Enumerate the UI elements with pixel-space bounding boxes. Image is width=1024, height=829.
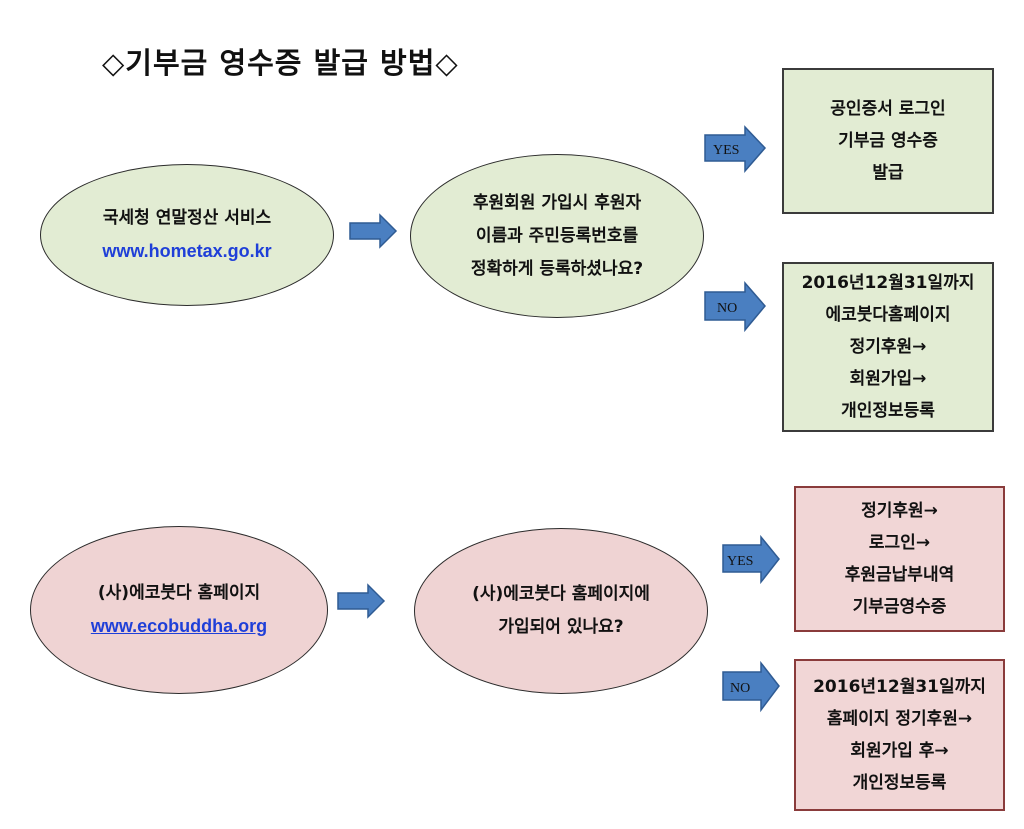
result-line-1: 2016년12월31일까지 bbox=[813, 677, 986, 697]
ecobuddha-homepage-label: (사)에코붓다 홈페이지 bbox=[97, 583, 261, 603]
result-line-2: 에코붓다홈페이지 bbox=[825, 305, 951, 325]
question-line-2: 이름과 주민등록번호를 bbox=[475, 225, 639, 246]
page-title: ◇기부금 영수증 발급 방법◇ bbox=[102, 46, 459, 80]
result-line-2: 홈페이지 정기후원→ bbox=[826, 709, 973, 729]
hometax-link[interactable]: www.hometax.go.kr bbox=[102, 241, 272, 261]
question-line-1: (사)에코붓다 홈페이지에 bbox=[472, 584, 650, 604]
result-line-3: 후원금납부내역 bbox=[844, 565, 955, 585]
yes-arrow-icon: YES bbox=[704, 125, 767, 174]
yes-arrow-icon: YES bbox=[722, 534, 780, 585]
right-arrow-icon bbox=[337, 583, 386, 619]
homepage-signup-box: 2016년12월31일까지 홈페이지 정기후원→ 회원가입 후→ 개인정보등록 bbox=[794, 659, 1005, 811]
no-arrow-icon: NO bbox=[722, 660, 780, 713]
membership-question-ellipse: (사)에코붓다 홈페이지에 가입되어 있나요? bbox=[414, 528, 708, 694]
result-line-1: 공인증서 로그인 bbox=[830, 99, 946, 119]
question-line-2: 가입되어 있나요? bbox=[498, 617, 624, 637]
result-line-4: 기부금영수증 bbox=[852, 597, 947, 617]
yes-arrow-label: YES bbox=[713, 143, 739, 158]
ecobuddha-start-ellipse: (사)에코붓다 홈페이지 www.ecobuddha.org bbox=[30, 526, 328, 694]
certificate-login-box: 공인증서 로그인 기부금 영수증 발급 bbox=[782, 68, 994, 214]
question-line-3: 정확하게 등록하셨나요? bbox=[470, 258, 644, 279]
result-line-2: 기부금 영수증 bbox=[838, 131, 938, 151]
result-line-1: 정기후원→ bbox=[861, 501, 938, 521]
result-line-4: 개인정보등록 bbox=[852, 773, 947, 793]
right-arrow-icon bbox=[349, 213, 398, 249]
result-line-1: 2016년12월31일까지 bbox=[801, 273, 975, 293]
result-line-2: 로그인→ bbox=[868, 533, 931, 553]
registration-question-ellipse: 후원회원 가입시 후원자 이름과 주민등록번호를 정확하게 등록하셨나요? bbox=[410, 154, 704, 318]
result-line-3: 발급 bbox=[872, 163, 904, 183]
yes-arrow-label: YES bbox=[727, 554, 753, 569]
ecobuddha-link[interactable]: www.ecobuddha.org bbox=[90, 616, 268, 636]
hometax-service-label: 국세청 연말정산 서비스 bbox=[102, 208, 272, 228]
homepage-registration-box: 2016년12월31일까지 에코붓다홈페이지 정기후원→ 회원가입→ 개인정보등… bbox=[782, 262, 994, 432]
no-arrow-icon: NO bbox=[704, 280, 766, 333]
hometax-start-ellipse: 국세청 연말정산 서비스 www.hometax.go.kr bbox=[40, 164, 334, 306]
result-line-3: 정기후원→ bbox=[849, 337, 927, 357]
result-line-4: 회원가입→ bbox=[849, 369, 927, 389]
no-arrow-label: NO bbox=[730, 681, 750, 696]
regular-donation-box: 정기후원→ 로그인→ 후원금납부내역 기부금영수증 bbox=[794, 486, 1005, 632]
result-line-5: 개인정보등록 bbox=[841, 401, 935, 421]
result-line-3: 회원가입 후→ bbox=[850, 741, 949, 761]
no-arrow-label: NO bbox=[717, 301, 737, 316]
question-line-1: 후원회원 가입시 후원자 bbox=[472, 192, 642, 213]
